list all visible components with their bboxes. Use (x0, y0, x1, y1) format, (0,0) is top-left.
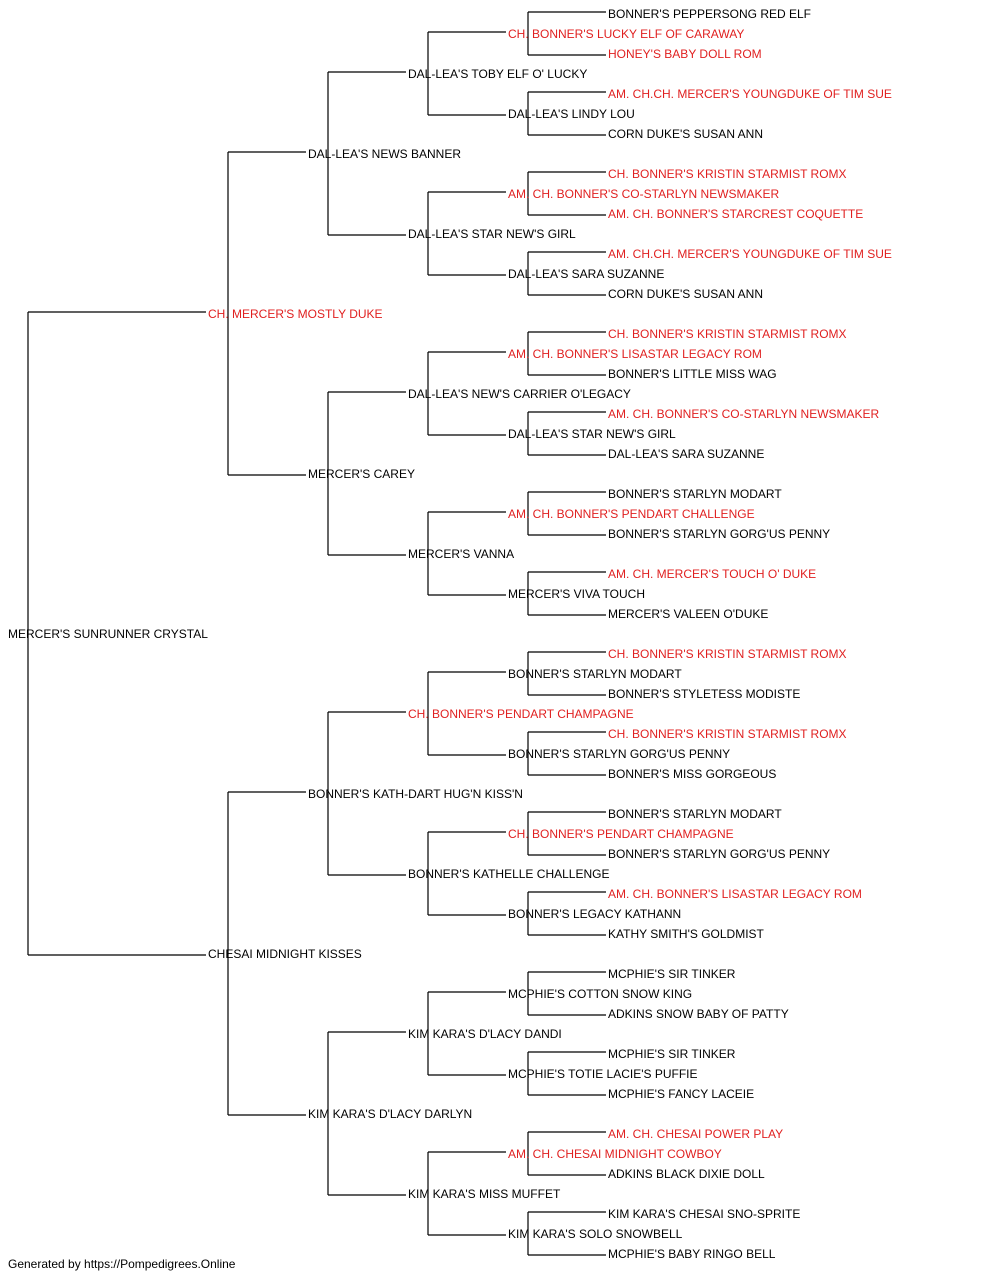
dog-name-gen5: MERCER'S VALEEN O'DUKE (608, 607, 769, 621)
dog-name-gen5: CH. BONNER'S KRISTIN STARMIST ROMX (608, 167, 847, 181)
dog-name-gen5: MCPHIE'S SIR TINKER (608, 1047, 736, 1061)
dog-name-gen2: MERCER'S CAREY (308, 467, 415, 481)
dog-name-gen4: AM. CH. BONNER'S LISASTAR LEGACY ROM (508, 347, 762, 361)
dog-name-gen4: AM. CH. BONNER'S PENDART CHALLENGE (508, 507, 755, 521)
dog-name-gen5: BONNER'S STARLYN MODART (608, 807, 782, 821)
dog-name-gen4: CH. BONNER'S PENDART CHAMPAGNE (508, 827, 734, 841)
dog-name-gen4: BONNER'S STARLYN GORG'US PENNY (508, 747, 731, 761)
dog-name-gen5: AM. CH. CHESAI POWER PLAY (608, 1127, 784, 1141)
dog-name-gen0: MERCER'S SUNRUNNER CRYSTAL (8, 627, 208, 641)
dog-name-gen5: BONNER'S STYLETESS MODISTE (608, 687, 801, 701)
dog-name-gen5: AM. CH.CH. MERCER'S YOUNGDUKE OF TIM SUE (608, 87, 892, 101)
dog-name-gen2: BONNER'S KATH-DART HUG'N KISS'N (308, 787, 523, 801)
dog-name-gen5: CH. BONNER'S KRISTIN STARMIST ROMX (608, 647, 847, 661)
dog-name-gen5: BONNER'S MISS GORGEOUS (608, 767, 777, 781)
dog-name-gen4: BONNER'S STARLYN MODART (508, 667, 682, 681)
dog-name-gen3: KIM KARA'S MISS MUFFET (408, 1187, 561, 1201)
dog-name-gen5: CORN DUKE'S SUSAN ANN (608, 127, 763, 141)
dog-name-gen5: BONNER'S STARLYN MODART (608, 487, 782, 501)
dog-name-gen5: AM. CH.CH. MERCER'S YOUNGDUKE OF TIM SUE (608, 247, 892, 261)
dog-name-gen5: AM. CH. BONNER'S LISASTAR LEGACY ROM (608, 887, 862, 901)
dog-name-gen3: KIM KARA'S D'LACY DANDI (408, 1027, 562, 1041)
dog-name-gen4: DAL-LEA'S SARA SUZANNE (508, 267, 665, 281)
dog-name-gen4: MCPHIE'S COTTON SNOW KING (508, 987, 693, 1001)
dog-name-gen4: CH. BONNER'S LUCKY ELF OF CARAWAY (508, 27, 745, 41)
dog-name-gen5: KIM KARA'S CHESAI SNO-SPRITE (608, 1207, 801, 1221)
dog-name-gen4: MERCER'S VIVA TOUCH (508, 587, 645, 601)
dog-name-gen4: MCPHIE'S TOTIE LACIE'S PUFFIE (508, 1067, 698, 1081)
dog-name-gen5: MCPHIE'S BABY RINGO BELL (608, 1247, 776, 1261)
dog-name-gen4: DAL-LEA'S STAR NEW'S GIRL (508, 427, 676, 441)
dog-name-gen5: ADKINS BLACK DIXIE DOLL (608, 1167, 765, 1181)
dog-name-gen4: AM. CH. CHESAI MIDNIGHT COWBOY (508, 1147, 722, 1161)
dog-name-gen1: CHESAI MIDNIGHT KISSES (208, 947, 362, 961)
dog-name-gen5: ADKINS SNOW BABY OF PATTY (608, 1007, 789, 1021)
dog-name-gen3: MERCER'S VANNA (408, 547, 515, 561)
footer-credit: Generated by https://Pompedigrees.Online (8, 1257, 236, 1271)
dog-name-gen2: KIM KARA'S D'LACY DARLYN (308, 1107, 473, 1121)
dog-name-gen5: AM. CH. MERCER'S TOUCH O' DUKE (608, 567, 817, 581)
dog-name-gen5: CH. BONNER'S KRISTIN STARMIST ROMX (608, 327, 847, 341)
dog-name-gen3: DAL-LEA'S STAR NEW'S GIRL (408, 227, 576, 241)
dog-name-gen5: KATHY SMITH'S GOLDMIST (608, 927, 764, 941)
dog-name-gen5: AM. CH. BONNER'S CO-STARLYN NEWSMAKER (608, 407, 880, 421)
dog-name-gen5: BONNER'S STARLYN GORG'US PENNY (608, 847, 831, 861)
dog-name-gen4: BONNER'S LEGACY KATHANN (508, 907, 682, 921)
dog-name-gen1: CH. MERCER'S MOSTLY DUKE (208, 307, 383, 321)
dog-name-gen5: BONNER'S STARLYN GORG'US PENNY (608, 527, 831, 541)
dog-name-gen3: DAL-LEA'S NEW'S CARRIER O'LEGACY (408, 387, 631, 401)
dog-name-gen3: DAL-LEA'S TOBY ELF O' LUCKY (408, 67, 588, 81)
dog-name-gen4: AM. CH. BONNER'S CO-STARLYN NEWSMAKER (508, 187, 780, 201)
dog-name-gen5: BONNER'S LITTLE MISS WAG (608, 367, 777, 381)
dog-name-gen5: DAL-LEA'S SARA SUZANNE (608, 447, 765, 461)
dog-name-gen5: MCPHIE'S SIR TINKER (608, 967, 736, 981)
dog-name-gen5: HONEY'S BABY DOLL ROM (608, 47, 762, 61)
dog-name-gen3: BONNER'S KATHELLE CHALLENGE (408, 867, 610, 881)
dog-name-gen5: BONNER'S PEPPERSONG RED ELF (608, 7, 812, 21)
dog-name-gen4: DAL-LEA'S LINDY LOU (508, 107, 635, 121)
dog-name-gen3: CH. BONNER'S PENDART CHAMPAGNE (408, 707, 634, 721)
dog-name-gen4: KIM KARA'S SOLO SNOWBELL (508, 1227, 683, 1241)
dog-name-gen5: CH. BONNER'S KRISTIN STARMIST ROMX (608, 727, 847, 741)
dog-name-gen2: DAL-LEA'S NEWS BANNER (308, 147, 461, 161)
dog-name-gen5: AM. CH. BONNER'S STARCREST COQUETTE (608, 207, 864, 221)
dog-name-gen5: MCPHIE'S FANCY LACEIE (608, 1087, 755, 1101)
dog-name-gen5: CORN DUKE'S SUSAN ANN (608, 287, 763, 301)
